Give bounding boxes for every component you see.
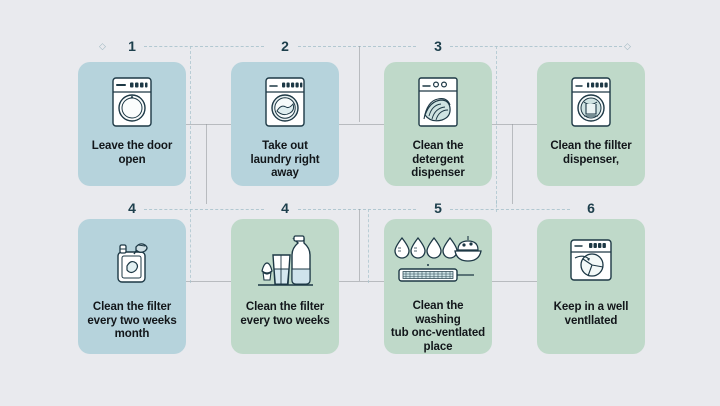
water-drops-filter-icon	[394, 229, 482, 294]
step-card-4-top-line2: dispenser,	[563, 153, 619, 166]
step-card-5-bottom[interactable]: Clean the filter every two weeks	[231, 219, 339, 354]
step-number-3: 3	[434, 38, 442, 54]
step-card-7-bottom[interactable]: Keep in a well ventllated	[537, 219, 645, 354]
rail-vertical-row2-a	[359, 209, 360, 281]
washing-machine-vent-icon	[562, 229, 620, 295]
step-card-5-bottom-line1: Clean the filter	[245, 301, 325, 313]
rail-dotted-4-4	[144, 209, 264, 210]
step-number-5: 5	[434, 200, 442, 216]
rail-horizontal-row2-b	[339, 281, 389, 282]
rail-dash-vertical-row2-a	[190, 209, 191, 283]
rail-start-marker-row1: ◇	[99, 41, 106, 51]
rail-dash-vertical-row1-a	[190, 46, 191, 204]
washing-machine-door-open-icon	[103, 72, 161, 134]
washing-machine-laundry-icon	[256, 72, 314, 134]
step-card-5-bottom-line2: every two weeks	[240, 314, 330, 327]
washing-machine-filter-icon	[562, 72, 620, 134]
step-number-4b: 4	[281, 200, 289, 216]
rail-dotted-5-6	[450, 209, 570, 210]
rail-horizontal-row2-c	[492, 281, 542, 282]
bottle-and-glass-icon	[256, 229, 314, 295]
rail-horizontal-row1-b	[339, 124, 389, 125]
step-card-2-line1: Take out	[262, 140, 308, 152]
step-card-4-bottom-line3: month	[114, 328, 150, 340]
step-card-6-bottom-line1: Clean the washing	[412, 300, 464, 326]
rail-horizontal-row1-a	[186, 124, 236, 125]
step-card-4-bottom-line2: every two weeks	[87, 314, 177, 327]
rail-dotted-3-end	[450, 46, 622, 47]
step-card-1[interactable]: Leave the door open	[78, 62, 186, 186]
rail-end-marker-row1: ◇	[624, 41, 631, 51]
detergent-dispenser-icon	[409, 72, 467, 134]
step-number-6: 6	[587, 200, 595, 216]
step-card-2[interactable]: Take out laundry right away	[231, 62, 339, 186]
step-card-7-bottom-line2: ventllated	[564, 314, 618, 327]
step-card-6-bottom-line2: tub onc-ventlated	[390, 327, 486, 339]
step-card-6-bottom[interactable]: Clean the washing tub onc-ventlated plac…	[384, 219, 492, 354]
step-card-3[interactable]: Clean the detergent dispenser	[384, 62, 492, 186]
rail-dash-vertical-row2-b	[368, 209, 369, 283]
rail-dotted-4-5	[298, 209, 416, 210]
step-card-6-bottom-line3: place	[423, 340, 453, 353]
step-card-1-line2: open	[118, 153, 146, 166]
step-card-3-line2: detergent dispenser	[411, 153, 465, 180]
detergent-bottle-spray-icon	[103, 229, 161, 295]
step-card-4-top-line1: Clean the fillter	[550, 140, 632, 152]
step-card-4-top[interactable]: Clean the fillter dispenser,	[537, 62, 645, 186]
rail-dash-vertical-row1-b	[496, 46, 497, 204]
rail-dotted-1-2	[144, 46, 264, 47]
step-number-1: 1	[128, 38, 136, 54]
rail-dotted-2-3	[298, 46, 416, 47]
step-card-4-bottom[interactable]: Clean the filter every two weeks month	[78, 219, 186, 354]
step-card-2-line2: laundry right away	[250, 153, 320, 180]
rail-vertical-row1-a	[359, 46, 360, 122]
step-card-1-line1: Leave the door	[91, 140, 173, 152]
rail-vertical-row1-b	[206, 124, 207, 204]
step-card-3-line1: Clean the	[412, 140, 464, 152]
rail-vertical-row1-c	[512, 124, 513, 204]
rail-horizontal-row2-a	[186, 281, 236, 282]
step-card-4-bottom-line1: Clean the filter	[92, 301, 172, 313]
rail-dash-vertical-row2-c	[496, 200, 497, 212]
rail-horizontal-row1-c	[492, 124, 542, 125]
step-card-7-bottom-line1: Keep in a well	[553, 301, 629, 313]
step-number-2: 2	[281, 38, 289, 54]
step-number-4a: 4	[128, 200, 136, 216]
